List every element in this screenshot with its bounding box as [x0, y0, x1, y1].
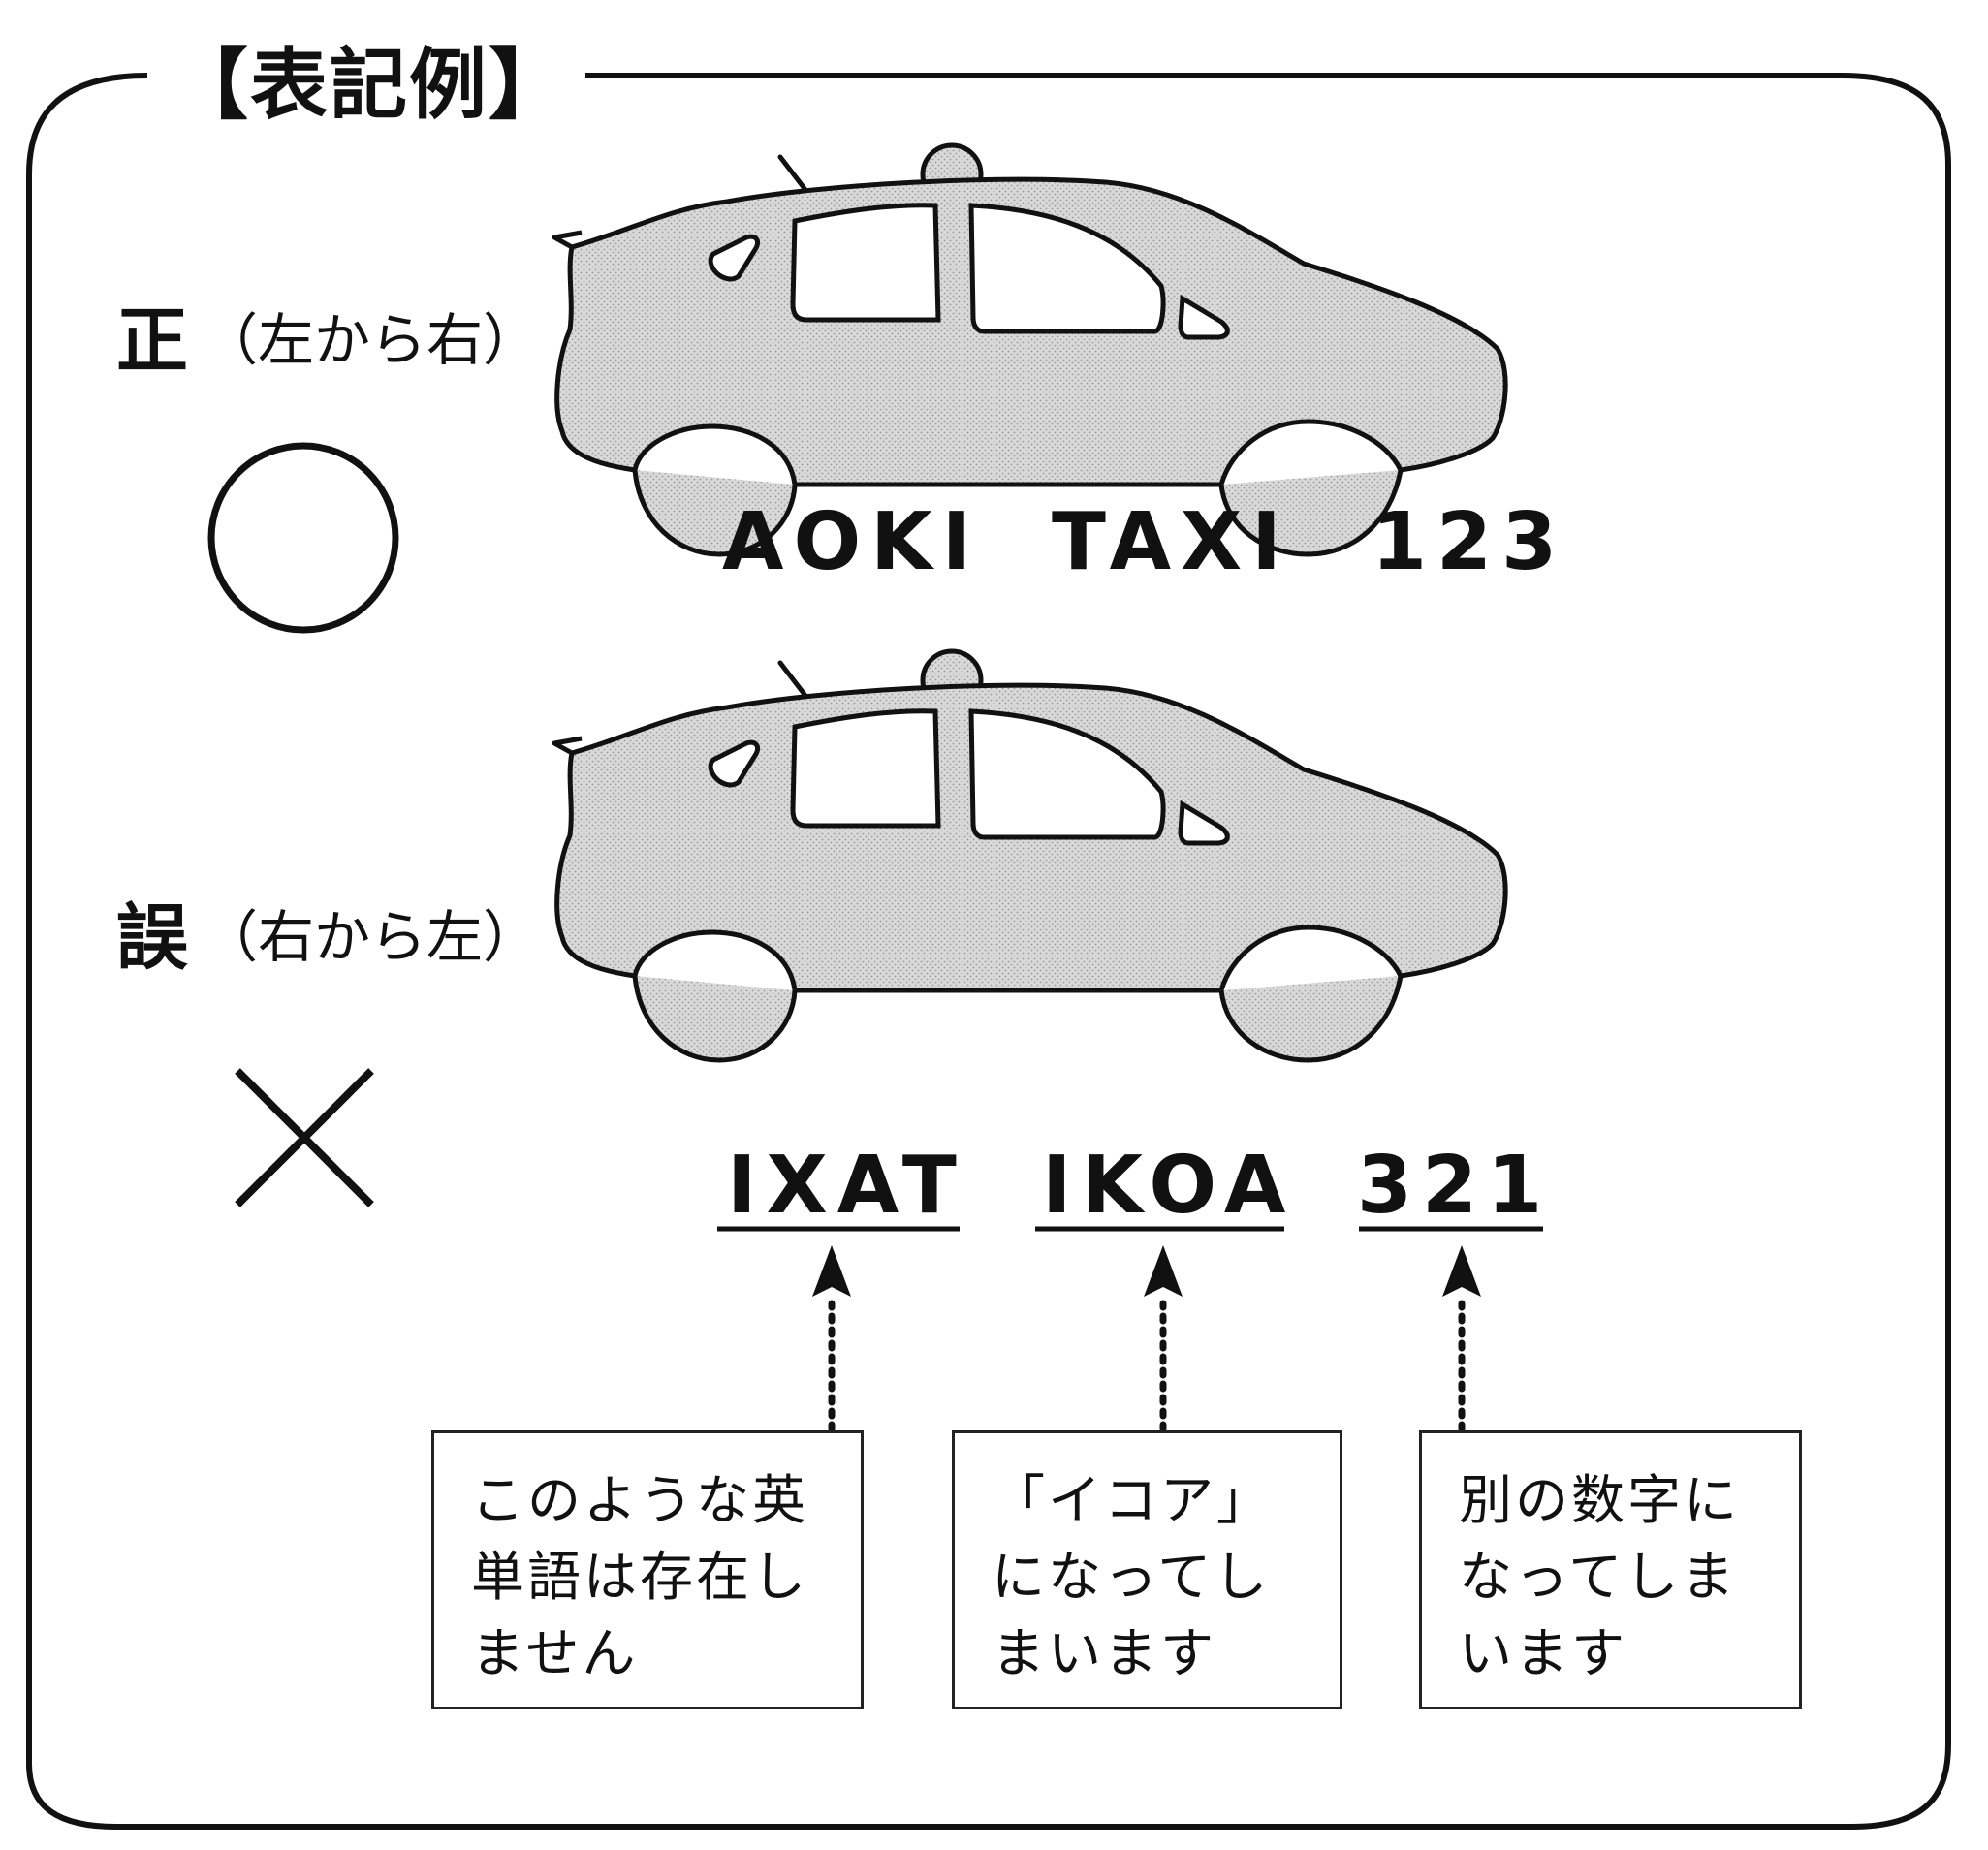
note-box-2: 「イコア」になってしまいます — [952, 1430, 1342, 1709]
frame-title: 【表記例】 — [153, 37, 585, 134]
correct-direction: （左から右） — [202, 306, 540, 373]
pointer-arrow-2 — [1144, 1245, 1183, 1433]
wrong-word-1: IXAT — [727, 1140, 966, 1232]
pointer-arrow-1 — [812, 1245, 851, 1433]
pointer-arrow-3 — [1442, 1245, 1481, 1433]
wrong-word-3: 321 — [1357, 1140, 1553, 1232]
note-box-1: このような英単語は存在しません — [431, 1430, 864, 1709]
wrong-word-2: IKOA — [1042, 1140, 1296, 1232]
taxi-car-correct — [554, 145, 1505, 554]
taxi-car-wrong — [554, 651, 1505, 1060]
wrong-mark-text: 誤 — [116, 896, 188, 980]
correct-mark-text: 正 — [116, 299, 188, 383]
correct-word-2: TAXI — [1052, 496, 1291, 588]
outer-frame — [26, 73, 1951, 1830]
note-box-3: 別の数字になってしまいます — [1419, 1430, 1802, 1709]
wrong-direction: （右から左） — [202, 903, 540, 970]
wrong-heading: 誤（右から左） — [116, 880, 539, 984]
correct-word-3: 123 — [1372, 496, 1567, 588]
correct-word-1: AOKI — [722, 496, 982, 588]
cross-mark-icon — [235, 1068, 374, 1207]
circle-mark-icon — [207, 442, 399, 634]
correct-heading: 正（左から右） — [116, 283, 539, 387]
